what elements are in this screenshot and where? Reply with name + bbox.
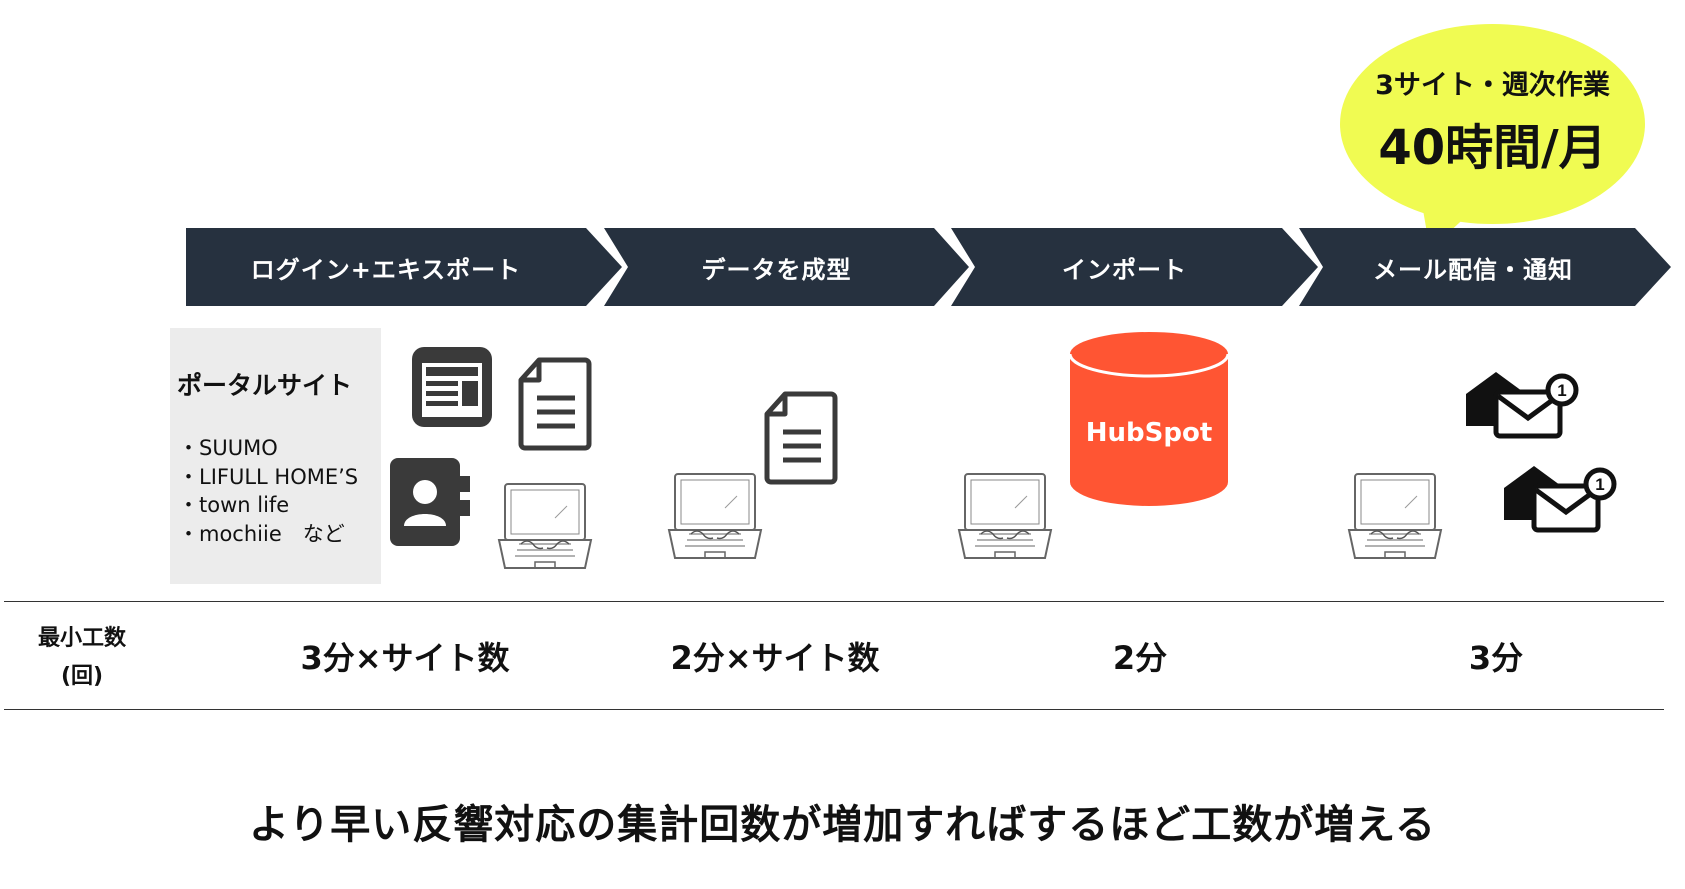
cost-import: 2分 <box>1112 639 1168 677</box>
portal-site-item: ・LIFULL HOME’S <box>178 464 359 489</box>
portal-site-list: ・SUUMO ・LIFULL HOME’S ・town life ・mochii… <box>178 434 358 548</box>
cost-row-label-line1: 最小工数 <box>37 626 126 651</box>
contact-book-icon <box>390 458 470 546</box>
summary-statement: より早い反響対応の集計回数が増加すればするほど工数が増える <box>249 802 1436 848</box>
step-login-export: ログイン+エキスポート <box>186 228 622 306</box>
portal-site-title: ポータルサイト <box>177 371 353 400</box>
document-icon <box>764 391 838 485</box>
portal-site-item: ・SUUMO <box>178 436 278 460</box>
bubble-headline: 40時間/月 <box>1378 119 1607 176</box>
badge-count: 1 <box>1595 475 1604 494</box>
laptop-typing-icon <box>1347 473 1443 559</box>
laptop-typing-icon <box>497 483 593 569</box>
mail-notification-icon: 1 <box>1466 372 1579 439</box>
step-import: インポート <box>951 228 1318 306</box>
laptop-typing-icon <box>957 473 1053 559</box>
database-icon <box>1068 332 1230 506</box>
mail-notification-icon: 1 <box>1504 466 1617 533</box>
divider <box>4 709 1664 710</box>
portal-site-box <box>170 328 381 584</box>
website-icon <box>412 347 492 427</box>
bubble-subtitle: 3サイト・週次作業 <box>1375 69 1610 101</box>
cost-data-shaping: 2分×サイト数 <box>670 639 880 677</box>
process-steps: ログイン+エキスポート データを成型 インポート メール配信・通知 <box>186 228 1685 306</box>
laptop-typing-icon <box>667 473 763 559</box>
step-mail-notify: メール配信・通知 <box>1299 228 1671 306</box>
cost-login-export: 3分×サイト数 <box>300 639 510 677</box>
portal-site-item: ・town life <box>178 493 290 517</box>
cost-row-label-line2: (回) <box>60 664 104 689</box>
step-data-shaping: データを成型 <box>604 228 969 306</box>
hubspot-label: HubSpot <box>1085 418 1213 448</box>
cost-row-label: 最小工数 (回) <box>22 620 142 696</box>
speech-bubble: 3サイト・週次作業 40時間/月 <box>1340 24 1645 224</box>
divider <box>4 601 1664 602</box>
portal-site-item: ・mochiie など <box>178 521 345 546</box>
badge-count: 1 <box>1557 381 1566 400</box>
cost-mail-notify: 3分 <box>1468 639 1524 677</box>
document-icon <box>518 357 592 451</box>
